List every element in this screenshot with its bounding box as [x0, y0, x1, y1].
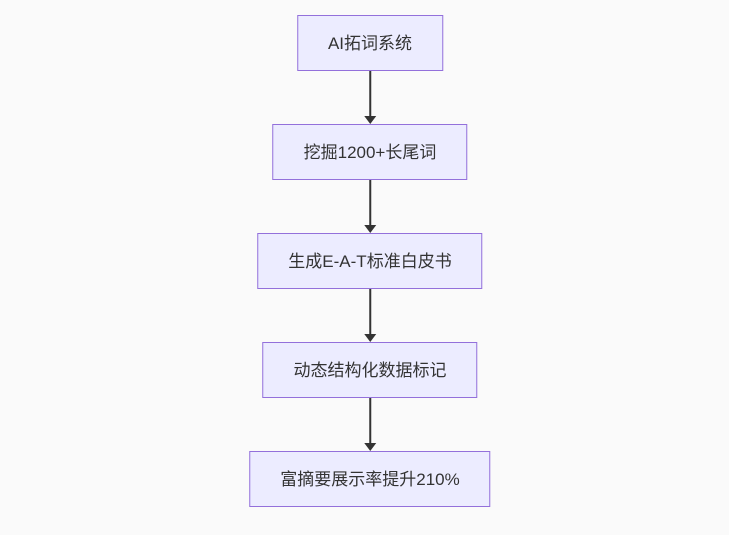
- node-label: 生成E-A-T标准白皮书: [288, 251, 452, 271]
- node-label: 挖掘1200+长尾词: [303, 142, 437, 162]
- node-label: AI拓词系统: [327, 33, 413, 53]
- arrow-line: [368, 398, 371, 444]
- flowchart-node-step-3: 生成E-A-T标准白皮书: [257, 233, 483, 289]
- arrow-head: [363, 116, 376, 124]
- flowchart-node-step-1: AI拓词系统: [296, 15, 444, 71]
- flowchart: AI拓词系统 挖掘1200+长尾词 生成E-A-T标准白皮书 动态结构化数据标记…: [249, 15, 491, 507]
- arrow-line: [368, 180, 371, 226]
- flowchart-node-step-2: 挖掘1200+长尾词: [272, 124, 468, 180]
- arrow-down-icon: [363, 180, 377, 233]
- arrow-line: [368, 289, 371, 335]
- arrow-down-icon: [363, 398, 377, 451]
- arrow-head: [363, 334, 376, 342]
- arrow-down-icon: [363, 71, 377, 124]
- arrow-line: [368, 71, 371, 117]
- arrow-head: [363, 443, 376, 451]
- arrow-down-icon: [363, 289, 377, 342]
- arrow-head: [363, 225, 376, 233]
- flowchart-node-step-5: 富摘要展示率提升210%: [249, 451, 491, 507]
- flowchart-node-step-4: 动态结构化数据标记: [262, 342, 478, 398]
- node-label: 动态结构化数据标记: [293, 360, 447, 380]
- node-label: 富摘要展示率提升210%: [280, 469, 460, 489]
